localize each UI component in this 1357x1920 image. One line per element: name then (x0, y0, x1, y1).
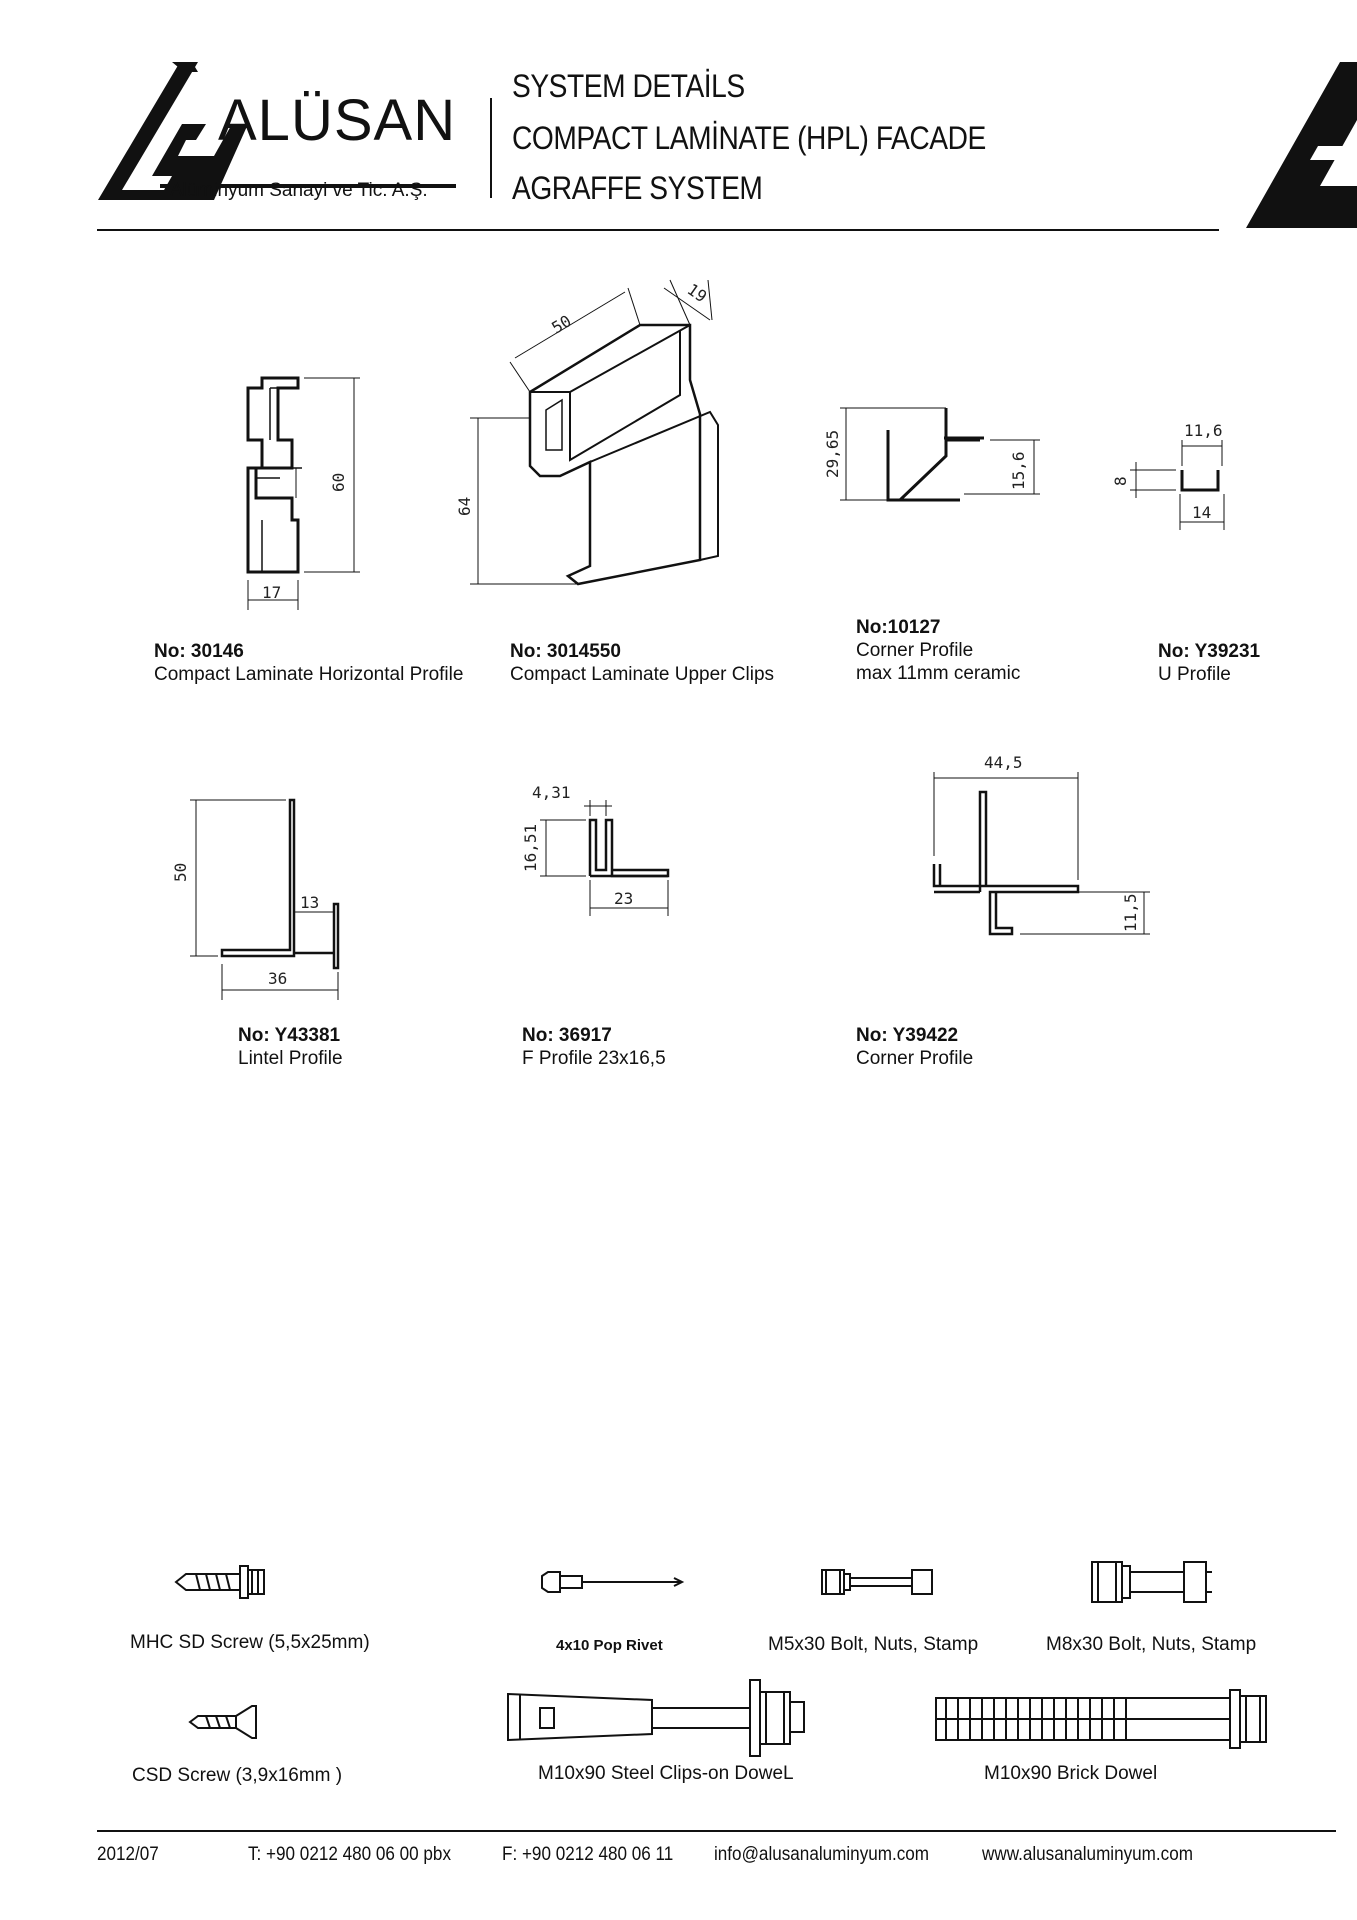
profile-caption: No: 36917 F Profile 23x16,5 (522, 1024, 666, 1070)
profile-name: Compact Laminate Upper Clips (510, 664, 775, 685)
profile-number: No: 30146 (154, 641, 244, 662)
profile-number: No: Y43381 (238, 1025, 341, 1046)
f-profile-drawing (540, 800, 670, 916)
pop-rivet-icon (541, 1571, 685, 1593)
dim-label: 15,6 (1009, 451, 1028, 490)
footer-phone: T: +90 0212 480 06 00 pbx (248, 1844, 452, 1865)
profile-caption: No: Y39422 Corner Profile (856, 1024, 973, 1070)
dim-label: 4,31 (532, 783, 571, 802)
profile-name: Compact Laminate Horizontal Profile (154, 664, 464, 685)
fastener-label: M10x90 Steel Clips-on DoweL (538, 1763, 794, 1784)
footer-date: 2012/07 (97, 1844, 159, 1865)
dim-label: 17 (262, 583, 281, 602)
dim-label: 50 (171, 863, 190, 882)
upper-clips-drawing (470, 279, 719, 586)
profile-number: No: Y39231 (1158, 641, 1261, 662)
profile-name: Corner Profile (856, 1048, 974, 1069)
dim-label: 44,5 (984, 753, 1023, 772)
brand-subtitle: Alüminyum Sanayi ve Tic. A.Ş. (170, 180, 428, 201)
dim-label: 13 (300, 893, 319, 912)
header-title-line-2: COMPACT LAMİNATE (HPL) FACADE (512, 120, 986, 156)
dim-label: 14 (1192, 503, 1211, 522)
dim-label: 64 (455, 497, 474, 516)
alusan-logo-mark-icon (97, 62, 1357, 231)
profile-number: No: Y39422 (856, 1025, 959, 1046)
dim-label: 60 (329, 473, 348, 492)
profile-caption: No: Y43381 Lintel Profile (238, 1024, 343, 1070)
profile-note: max 11mm ceramic (856, 663, 1021, 684)
footer-fax: F: +90 0212 480 06 11 (502, 1844, 674, 1865)
footer-email-link[interactable]: info@alusanaluminyum.com (714, 1844, 930, 1865)
fastener-label: M8x30 Bolt, Nuts, Stamp (1046, 1634, 1257, 1655)
countersunk-screw-icon (188, 1705, 257, 1739)
u-profile-drawing (1130, 440, 1225, 530)
profile-name: Corner Profile (856, 640, 974, 661)
horizontal-profile-drawing (246, 376, 360, 610)
profile-caption: No: 30146 Compact Laminate Horizontal Pr… (154, 640, 463, 686)
bolt-icon (821, 1569, 933, 1595)
dim-label: 11,5 (1121, 893, 1140, 932)
profile-number: No: 3014550 (510, 641, 621, 662)
lintel-profile-drawing (190, 798, 340, 1000)
profile-number: No:10127 (856, 617, 941, 638)
steel-dowel-icon (507, 1679, 805, 1757)
profile-caption: No: 3014550 Compact Laminate Upper Clips (510, 640, 774, 686)
header-title-line-1: SYSTEM DETAİLS (512, 68, 745, 104)
dim-label: 23 (614, 889, 633, 908)
profile-drawings: 17 60 50 19 64 29,65 15,6 11,6 8 14 50 1… (171, 279, 1225, 1000)
dim-label: 11,6 (1184, 421, 1223, 440)
fastener-label: CSD Screw (3,9x16mm ) (132, 1765, 343, 1786)
bolt-icon (1091, 1561, 1212, 1603)
profile-name: U Profile (1158, 664, 1231, 685)
header-title-line-3: AGRAFFE SYSTEM (512, 170, 763, 206)
dim-label: 8 (1111, 476, 1130, 486)
footer-website-link[interactable]: www.alusanaluminyum.com (982, 1844, 1193, 1865)
corner-profile-10127-drawing (840, 407, 1040, 502)
brick-dowel-icon (935, 1689, 1267, 1749)
profile-caption: No:10127 Corner Profile max 11mm ceramic (856, 616, 1020, 685)
dim-label: 36 (268, 969, 287, 988)
fastener-label: MHC SD Screw (5,5x25mm) (130, 1632, 370, 1653)
profile-name: F Profile 23x16,5 (522, 1048, 666, 1069)
corner-profile-y39422-drawing (932, 772, 1150, 936)
dim-label: 29,65 (823, 430, 842, 478)
fastener-label: M5x30 Bolt, Nuts, Stamp (768, 1634, 979, 1655)
profile-number: No: 36917 (522, 1025, 612, 1046)
fastener-label: M10x90 Brick Dowel (984, 1763, 1158, 1784)
self-drilling-screw-icon (174, 1565, 265, 1599)
dim-label: 16,51 (521, 824, 540, 872)
profile-name: Lintel Profile (238, 1048, 343, 1069)
profile-caption: No: Y39231 U Profile (1158, 640, 1260, 686)
brand-wordmark: ALÜSAN (218, 88, 457, 153)
fastener-label: 4x10 Pop Rivet (556, 1637, 663, 1654)
